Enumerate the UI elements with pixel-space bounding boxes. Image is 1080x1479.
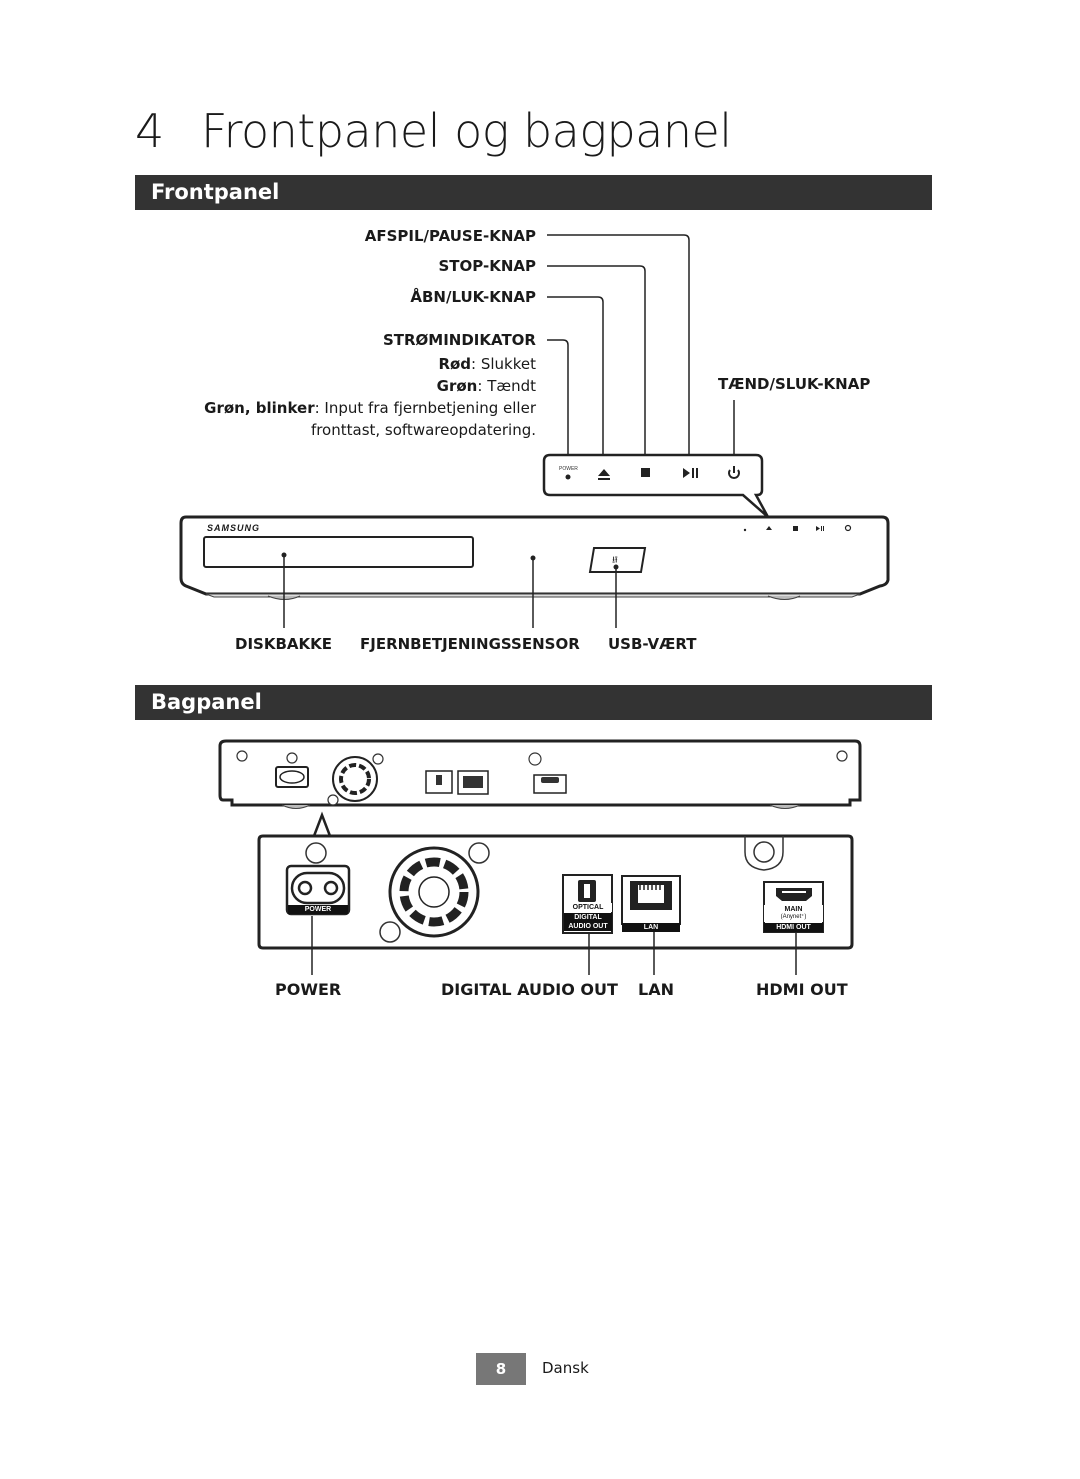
label-eject: ÅBN/LUK-KNAP (410, 288, 536, 306)
label-usb-host: USB-VÆRT (608, 635, 697, 653)
label-remote-sensor: FJERNBETJENINGSSENSOR (360, 635, 580, 653)
tag-main: MAIN (764, 905, 823, 914)
indicator-green: Grøn: Tændt (436, 377, 536, 395)
page-number: 8 (476, 1353, 526, 1385)
power-led-icon (565, 474, 571, 480)
remote-sensor (530, 555, 536, 561)
tag-digital: DIGITAL (564, 913, 612, 922)
power-small-label: POWER (559, 466, 578, 472)
eject-icon (598, 469, 610, 480)
tag-anynet: (Anynet⁺) (764, 913, 823, 922)
power-icon (728, 466, 740, 479)
tag-lan: LAN (622, 923, 680, 932)
front-controls-zoom (542, 453, 770, 518)
label-back-power: POWER (275, 980, 342, 999)
back-panel-zoom (257, 834, 854, 950)
section-header-back: Bagpanel (135, 685, 932, 720)
section-header-front: Frontpanel (135, 175, 932, 210)
chapter-title-text: Frontpanel og bagpanel (201, 104, 732, 158)
tag-optical: OPTICAL (564, 903, 612, 912)
label-hdmi-out: HDMI OUT (756, 980, 848, 999)
play-pause-icon (683, 468, 698, 478)
label-stop: STOP-KNAP (438, 257, 536, 275)
brand-logo: SAMSUNG (207, 523, 261, 533)
fan-icon (388, 846, 480, 938)
indicator-blink-cont: fronttast, softwareopdatering. (310, 421, 536, 439)
label-play-pause: AFSPIL/PAUSE-KNAP (364, 227, 536, 245)
tag-power: POWER (288, 905, 348, 914)
tag-audio-out: AUDIO OUT (564, 922, 612, 931)
indicator-blink: Grøn, blinker: Input fra fjernbetjening … (204, 399, 536, 417)
label-lan: LAN (638, 980, 674, 999)
svg-text:⭿: ⭿ (612, 556, 618, 566)
label-power-indicator: STRØMINDIKATOR (382, 331, 536, 349)
disc-tray (203, 536, 474, 568)
footer-language: Dansk (542, 1359, 589, 1377)
chapter-number: 4 (135, 104, 164, 158)
label-power-button: TÆND/SLUK-KNAP (718, 375, 871, 393)
chapter-title: 4 Frontpanel og bagpanel (135, 104, 732, 158)
player-back-body (218, 739, 862, 807)
indicator-red: Rød: Slukket (438, 355, 536, 373)
stop-icon (641, 468, 650, 477)
label-disc-tray: DISKBAKKE (235, 635, 332, 653)
usb-port (588, 547, 647, 573)
tag-hdmi-out: HDMI OUT (764, 923, 823, 932)
label-digital-audio-out: DIGITAL AUDIO OUT (441, 980, 618, 999)
